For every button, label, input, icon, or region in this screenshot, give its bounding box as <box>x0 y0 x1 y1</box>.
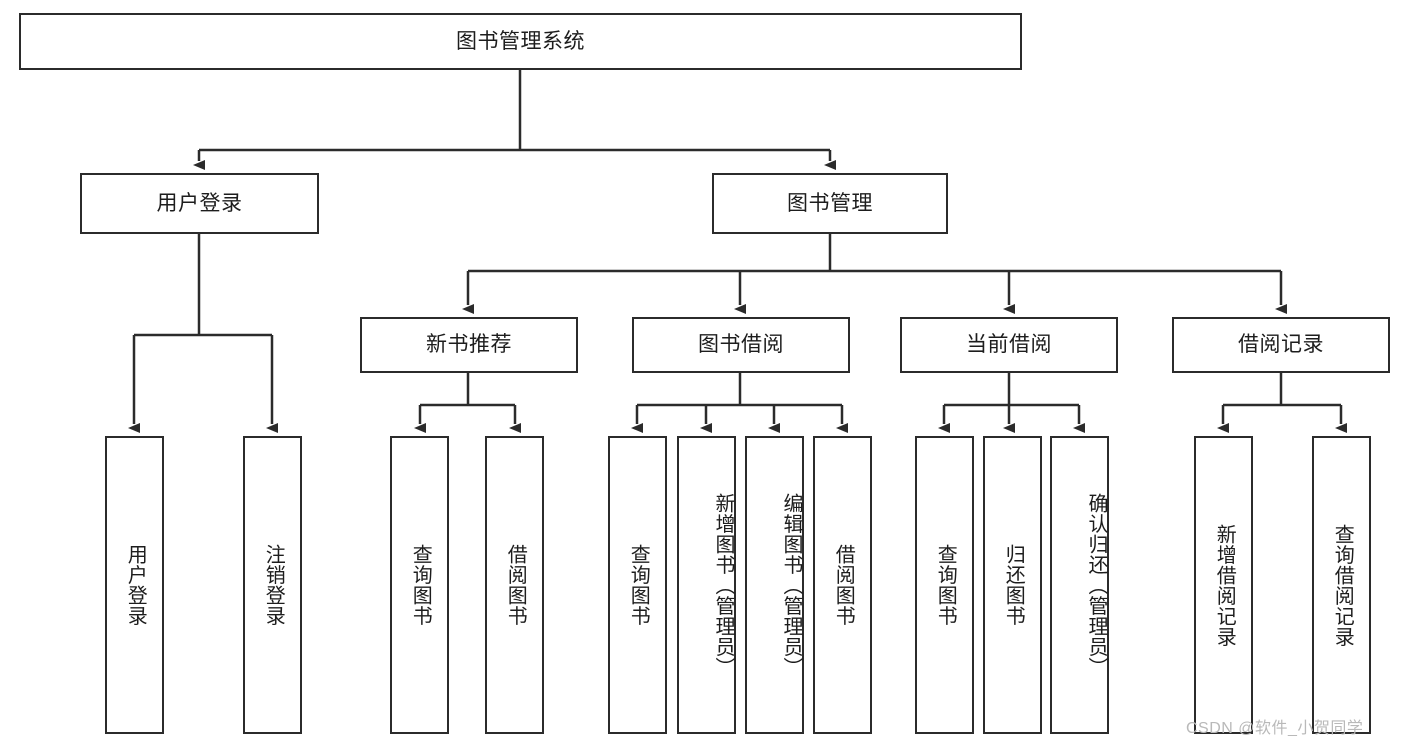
node-label: 新增图书（管理员） <box>712 492 734 678</box>
node-borrow-record[interactable]: 借阅记录 <box>1172 317 1390 373</box>
leaf-borrow-book[interactable]: 借阅图书 <box>813 436 872 734</box>
leaf-add-book-admin[interactable]: 新增图书（管理员） <box>677 436 736 734</box>
leaf-edit-book-admin[interactable]: 编辑图书（管理员） <box>745 436 804 734</box>
node-label: 查询图书 <box>409 544 432 626</box>
leaf-query-borrow-record[interactable]: 查询借阅记录 <box>1312 436 1371 734</box>
node-label: 归还图书 <box>1002 544 1025 626</box>
leaf-borrow-book-recommend[interactable]: 借阅图书 <box>485 436 544 734</box>
leaf-confirm-return-admin[interactable]: 确认归还（管理员） <box>1050 436 1109 734</box>
leaf-query-book-current[interactable]: 查询图书 <box>915 436 974 734</box>
node-label: 注销登录 <box>262 544 285 626</box>
csdn-watermark: CSDN @软件_小贺同学 <box>1186 720 1364 737</box>
node-new-book-recommend[interactable]: 新书推荐 <box>360 317 578 373</box>
leaf-logout-login[interactable]: 注销登录 <box>243 436 302 734</box>
node-label: 查询借阅记录 <box>1331 523 1354 647</box>
node-label: 查询图书 <box>934 544 957 626</box>
node-label: 用户登录 <box>124 544 147 626</box>
leaf-add-borrow-record[interactable]: 新增借阅记录 <box>1194 436 1253 734</box>
node-book-borrow[interactable]: 图书借阅 <box>632 317 850 373</box>
node-book-management[interactable]: 图书管理 <box>712 173 948 234</box>
node-label: 新书推荐 <box>426 333 512 357</box>
node-label: 用户登录 <box>156 191 243 215</box>
leaf-user-login[interactable]: 用户登录 <box>105 436 164 734</box>
node-label: 图书管理 <box>787 191 873 215</box>
node-label: 新增借阅记录 <box>1213 523 1236 647</box>
node-label: 借阅图书 <box>504 544 527 626</box>
node-current-borrow[interactable]: 当前借阅 <box>900 317 1118 373</box>
node-label: 当前借阅 <box>966 333 1052 357</box>
node-label: 图书管理系统 <box>456 29 585 53</box>
leaf-return-book[interactable]: 归还图书 <box>983 436 1042 734</box>
node-label: 图书借阅 <box>698 333 784 357</box>
node-label: 借阅记录 <box>1238 333 1324 357</box>
leaf-query-book-recommend[interactable]: 查询图书 <box>390 436 449 734</box>
node-user-login[interactable]: 用户登录 <box>80 173 319 234</box>
node-label: 编辑图书（管理员） <box>780 492 802 678</box>
leaf-query-book-borrow[interactable]: 查询图书 <box>608 436 667 734</box>
node-root-book-management-system[interactable]: 图书管理系统 <box>19 13 1022 70</box>
node-label: 确认归还（管理员） <box>1085 492 1107 678</box>
node-label: 查询图书 <box>627 544 650 626</box>
node-label: 借阅图书 <box>832 544 855 626</box>
